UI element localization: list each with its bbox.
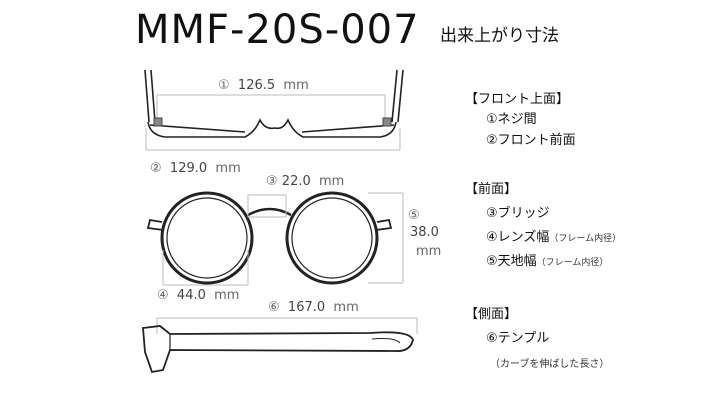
dimension-label-3: ③ 22.0 mm (266, 174, 345, 189)
front-view-drawing (146, 191, 404, 286)
left-lens-rim (160, 191, 254, 285)
legend-heading-front: 【前面】 (465, 182, 518, 197)
bridge (247, 207, 292, 217)
side-view-drawing (142, 317, 418, 374)
right-lens-rim (285, 191, 379, 285)
legend-heading-side: 【側面】 (465, 307, 518, 322)
temple-side (142, 325, 414, 374)
bridge-dimension-box (247, 194, 287, 218)
legend-item-lens-width: ④レンズ幅（フレーム内径） (486, 230, 622, 245)
top-view-drawing (144, 69, 404, 151)
dimension-label-1: ① 126.5 mm (218, 78, 309, 93)
legend-item-lens-height: ⑤天地幅（フレーム内径） (486, 254, 609, 269)
legend-item-temple: ⑥テンプル (486, 331, 550, 346)
dimension-label-5-value: 38.0 (410, 225, 439, 240)
legend-note-temple: （カーブを伸ばした長さ） (490, 359, 610, 370)
dimension-label-5-unit: mm (416, 244, 442, 259)
legend-item-front-width: ②フロント前面 (486, 133, 576, 148)
dimension-label-6: ⑥ 167.0 mm (268, 300, 359, 315)
dimension-label-4: ④ 44.0 mm (157, 288, 240, 303)
legend-item-screw-distance: ①ネジ間 (486, 112, 537, 127)
legend-heading-front-top: 【フロント上面】 (465, 92, 570, 107)
page-subtitle: 出来上がり寸法 (440, 26, 559, 46)
right-temple-top (397, 69, 404, 123)
left-temple-top (144, 69, 150, 123)
legend-item-bridge: ③ブリッジ (486, 206, 550, 221)
dimension-label-5-marker: ⑤ (408, 208, 420, 223)
model-title: MMF-20S-007 (135, 7, 420, 53)
front-rim-top (147, 118, 397, 138)
dimension-label-2: ② 129.0 mm (150, 161, 241, 176)
